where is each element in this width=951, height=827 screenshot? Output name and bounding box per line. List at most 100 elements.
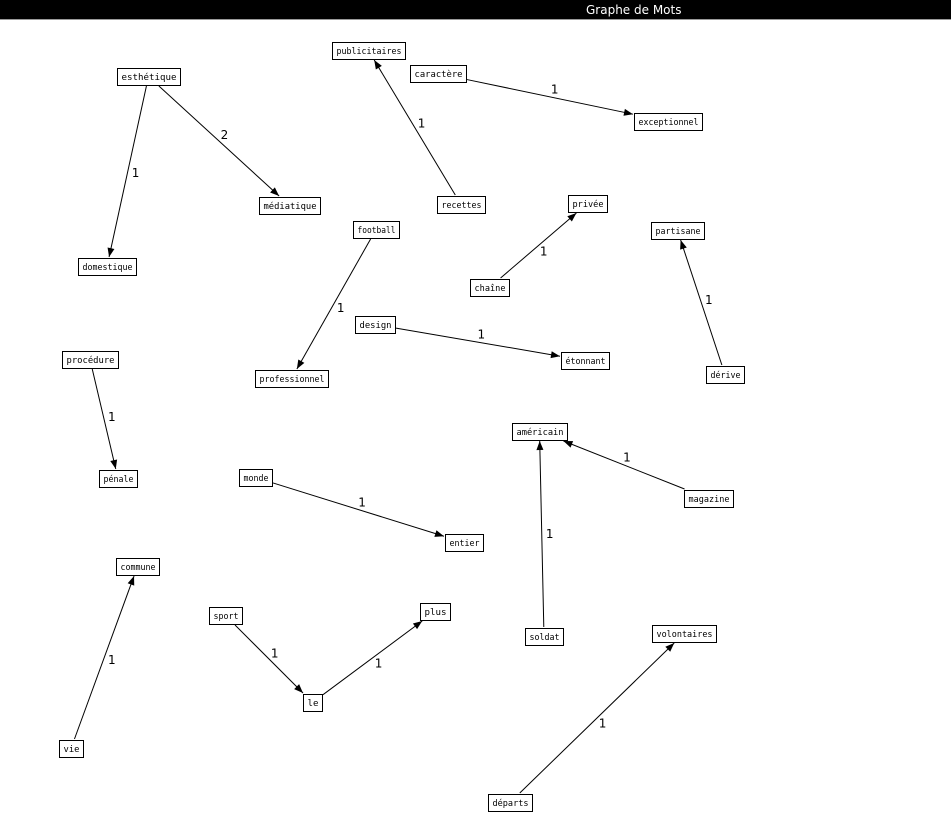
node-label: recettes xyxy=(442,201,482,211)
node-mediatique[interactable]: médiatique xyxy=(259,197,321,215)
edge-vie-commune: 1 xyxy=(74,575,135,740)
edge-weight-label: 1 xyxy=(705,293,713,307)
arrowhead-icon xyxy=(296,359,305,369)
node-professionnel[interactable]: professionnel xyxy=(255,370,329,388)
arrowhead-icon xyxy=(536,441,544,451)
edge-weight-label: 1 xyxy=(551,83,559,97)
edge-weight-label: 1 xyxy=(540,245,548,259)
edge-line xyxy=(680,239,723,366)
node-label: privée xyxy=(573,199,604,210)
node-box xyxy=(255,370,329,388)
edge-weight-label: 1 xyxy=(478,328,486,342)
node-penale[interactable]: pénale xyxy=(99,470,138,488)
node-publicitaires[interactable]: publicitaires xyxy=(332,42,406,60)
node-design[interactable]: design xyxy=(355,316,396,334)
edge-weight-label: 1 xyxy=(132,166,140,180)
edge-derive-partisane: 1 xyxy=(680,239,723,366)
node-procedure[interactable]: procédure xyxy=(62,351,119,369)
title-bar-divider xyxy=(0,19,951,20)
node-label: sport xyxy=(214,612,239,622)
edge-line xyxy=(108,85,147,258)
node-box xyxy=(568,195,608,213)
node-box xyxy=(470,279,510,297)
node-label: étonnant xyxy=(566,356,606,367)
node-box xyxy=(59,740,84,758)
node-box xyxy=(62,351,119,369)
node-box xyxy=(634,113,703,131)
node-exceptionnel[interactable]: exceptionnel xyxy=(634,113,703,131)
node-partisane[interactable]: partisane xyxy=(651,222,705,240)
edge-weight-label: 1 xyxy=(546,527,554,541)
node-label: domestique xyxy=(83,263,133,273)
node-recettes[interactable]: recettes xyxy=(437,196,486,214)
node-monde[interactable]: monde xyxy=(239,469,273,487)
node-esthetique[interactable]: esthétique xyxy=(117,68,181,86)
edge-weight-label: 1 xyxy=(623,451,631,465)
window-title: Graphe de Mots xyxy=(586,3,682,17)
graph-nodes: publicitaires esthétique caractère exceptio… xyxy=(59,42,745,812)
node-box xyxy=(651,222,705,240)
node-entier[interactable]: entier xyxy=(445,534,484,552)
arrowhead-icon xyxy=(550,351,560,359)
node-box xyxy=(116,558,160,576)
node-football[interactable]: football xyxy=(353,221,400,239)
arrowhead-icon xyxy=(434,530,444,537)
node-soldat[interactable]: soldat xyxy=(525,628,564,646)
node-box xyxy=(488,794,533,812)
node-le[interactable]: le xyxy=(303,694,323,712)
edge-line xyxy=(272,482,445,537)
node-box xyxy=(684,490,734,508)
node-plus[interactable]: plus xyxy=(420,603,451,621)
arrowhead-icon xyxy=(563,441,574,448)
node-domestique[interactable]: domestique xyxy=(78,258,137,276)
node-box xyxy=(99,470,138,488)
edge-weight-label: 1 xyxy=(599,717,607,731)
node-derive[interactable]: dérive xyxy=(706,366,745,384)
node-box xyxy=(445,534,484,552)
node-box xyxy=(706,366,745,384)
node-etonnant[interactable]: étonnant xyxy=(561,352,610,370)
node-sport[interactable]: sport xyxy=(209,607,243,625)
edge-line xyxy=(234,624,304,694)
node-magazine[interactable]: magazine xyxy=(684,490,734,508)
arrowhead-icon xyxy=(665,643,675,652)
node-box xyxy=(652,625,717,643)
node-chaine[interactable]: chaîne xyxy=(470,279,510,297)
edge-departs-volontaires: 1 xyxy=(519,642,675,794)
node-vie[interactable]: vie xyxy=(59,740,84,758)
node-label: monde xyxy=(244,474,269,484)
arrowhead-icon xyxy=(680,240,687,250)
node-label: esthétique xyxy=(122,72,177,83)
edge-soldat-americain: 1 xyxy=(536,440,554,628)
node-caractere[interactable]: caractère xyxy=(410,65,467,83)
node-label: caractère xyxy=(415,69,463,80)
node-departs[interactable]: départs xyxy=(488,794,533,812)
edge-caractere-exceptionnel: 1 xyxy=(466,79,634,116)
node-privee[interactable]: privée xyxy=(568,195,608,213)
edge-le-plus: 1 xyxy=(322,620,423,696)
node-label: médiatique xyxy=(264,201,317,212)
edge-weight-label: 2 xyxy=(221,128,229,142)
arrowhead-icon xyxy=(110,459,118,469)
node-box xyxy=(303,694,323,712)
edge-procedure-penale: 1 xyxy=(91,368,118,470)
node-label: chaîne xyxy=(475,284,506,294)
node-label: commune xyxy=(121,563,156,573)
edge-line xyxy=(74,575,135,740)
title-bar: Graphe de Mots xyxy=(0,0,951,20)
node-americain[interactable]: américain xyxy=(512,423,568,441)
node-box xyxy=(78,258,137,276)
edge-line xyxy=(519,642,675,794)
node-box xyxy=(512,423,568,441)
edge-monde-entier: 1 xyxy=(272,482,445,537)
node-volontaires[interactable]: volontaires xyxy=(652,625,717,643)
edge-esthetique-domestique: 1 xyxy=(107,85,147,258)
edge-line xyxy=(539,440,545,628)
arrowhead-icon xyxy=(412,621,423,630)
edge-recettes-publicitaires: 1 xyxy=(373,59,456,196)
node-label: vie xyxy=(64,745,80,755)
edge-line xyxy=(395,327,561,357)
node-label: le xyxy=(308,699,319,709)
node-commune[interactable]: commune xyxy=(116,558,160,576)
